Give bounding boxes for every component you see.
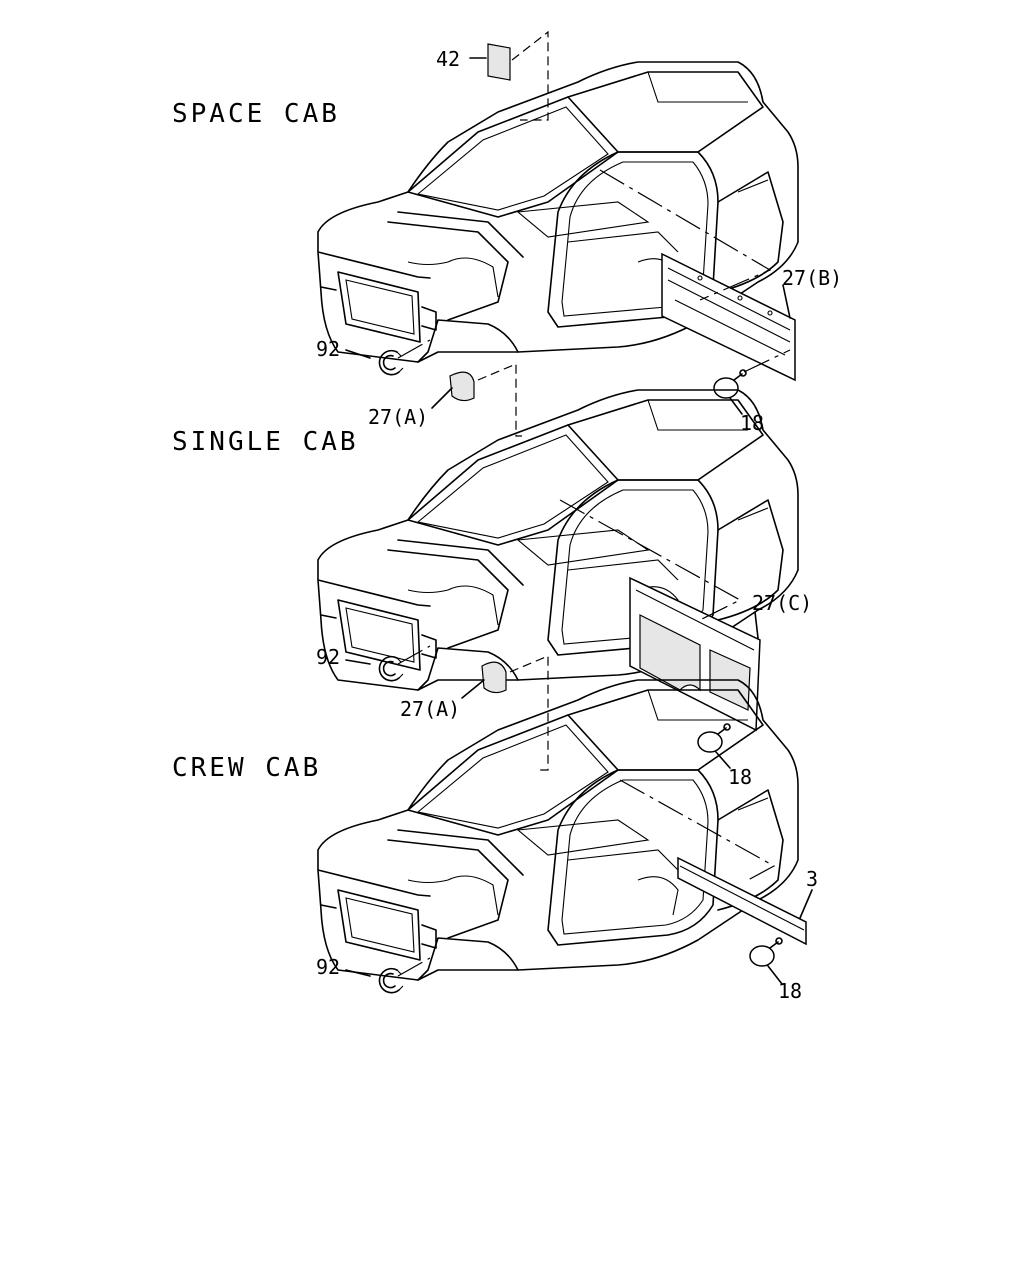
callout-27a: 27(A) bbox=[368, 405, 428, 429]
part-3-strip: 3 bbox=[619, 779, 818, 946]
section-crew-cab: CREW CAB 27(A) 3 18 92 bbox=[172, 655, 818, 1003]
part-92-grommet: 92 bbox=[316, 645, 431, 682]
callout-3: 3 bbox=[806, 867, 818, 891]
callout-27a: 27(A) bbox=[400, 697, 460, 721]
callout-18: 18 bbox=[778, 979, 802, 1003]
section-space-cab: SPACE CAB 42 27(B) 18 bbox=[172, 30, 842, 435]
part-92-grommet: 92 bbox=[316, 337, 431, 376]
section-title: SPACE CAB bbox=[172, 99, 340, 129]
part-42-pad: 42 bbox=[436, 30, 549, 121]
part-92-grommet: 92 bbox=[316, 955, 431, 994]
callout-92: 92 bbox=[316, 337, 340, 361]
part-18-fastener: 18 bbox=[749, 937, 802, 1003]
part-18-fastener: 18 bbox=[697, 723, 752, 789]
callout-92: 92 bbox=[316, 645, 340, 669]
callout-42: 42 bbox=[436, 47, 460, 71]
callout-27c: 27(C) bbox=[752, 591, 812, 615]
section-title: SINGLE CAB bbox=[172, 427, 359, 457]
section-single-cab: SINGLE CAB 27(A) 27(C) 18 bbox=[172, 363, 812, 789]
callout-92: 92 bbox=[316, 955, 340, 979]
part-27a-pad: 27(A) bbox=[400, 655, 549, 771]
callout-27b: 27(B) bbox=[782, 266, 842, 290]
part-27a-pad: 27(A) bbox=[368, 363, 522, 437]
part-27b-panel: 27(B) bbox=[599, 169, 842, 382]
part-27c-panel: 27(C) bbox=[559, 499, 812, 732]
section-title: CREW CAB bbox=[172, 753, 321, 783]
callout-18: 18 bbox=[728, 765, 752, 789]
